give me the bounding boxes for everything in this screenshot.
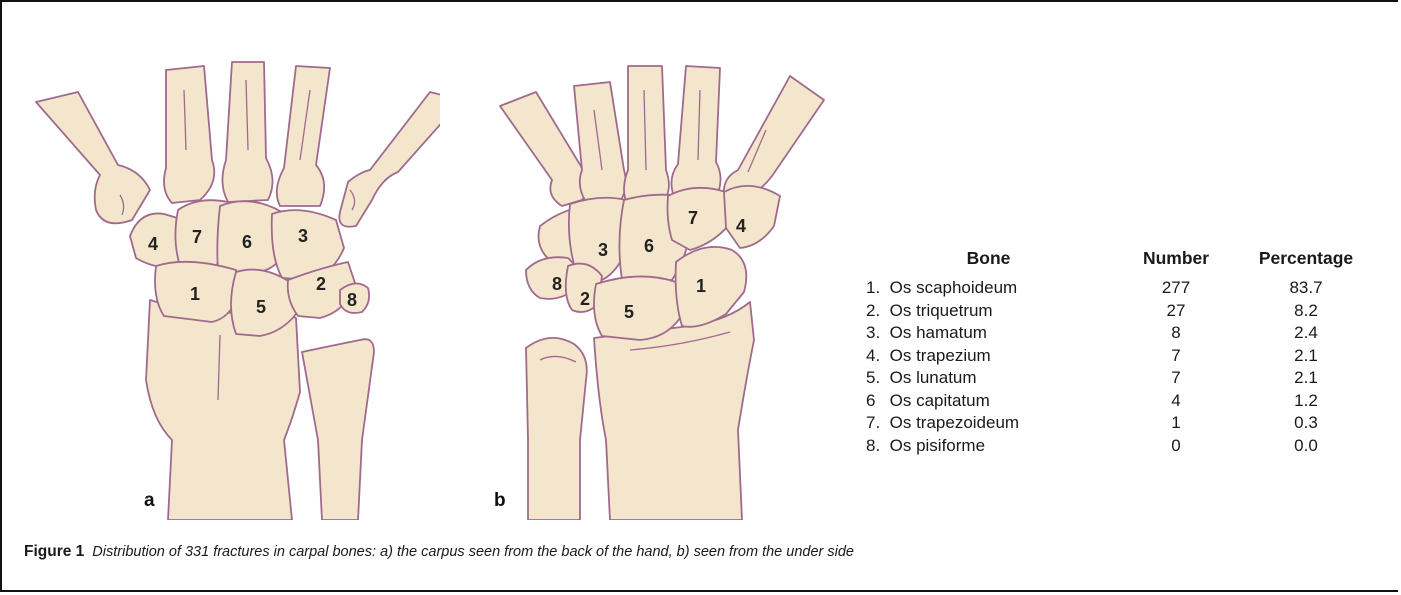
cell-bone: 1. Os scaphoideum xyxy=(860,277,1111,300)
cell-bone: 3. Os hamatum xyxy=(860,322,1111,345)
bone-number-b-8: 8 xyxy=(552,274,562,294)
cell-number: 7 xyxy=(1111,367,1241,390)
cell-bone: 6 Os capitatum xyxy=(860,390,1111,413)
bone-number-b-6: 6 xyxy=(644,236,654,256)
cell-percentage: 83.7 xyxy=(1241,277,1371,300)
bone-number-a-8: 8 xyxy=(347,290,357,310)
header-bone: Bone xyxy=(860,248,1111,277)
bone-number-a-5: 5 xyxy=(256,297,266,317)
cell-percentage: 8.2 xyxy=(1241,300,1371,323)
wrist-illustration-a: 4 7 6 3 1 5 2 8 xyxy=(0,0,440,520)
cell-number: 7 xyxy=(1111,345,1241,368)
panel-label-a: a xyxy=(144,490,155,512)
bone-number-b-4: 4 xyxy=(736,216,746,236)
cell-number: 4 xyxy=(1111,390,1241,413)
cell-bone: 2. Os triquetrum xyxy=(860,300,1111,323)
cell-bone: 4. Os trapezium xyxy=(860,345,1111,368)
cell-percentage: 2.1 xyxy=(1241,345,1371,368)
cell-percentage: 1.2 xyxy=(1241,390,1371,413)
bone-number-b-3: 3 xyxy=(598,240,608,260)
cell-number: 27 xyxy=(1111,300,1241,323)
cell-percentage: 0.3 xyxy=(1241,412,1371,435)
wrist-illustration-b: 7 4 3 6 8 2 1 5 xyxy=(490,0,860,520)
bone-number-b-5: 5 xyxy=(624,302,634,322)
cell-number: 8 xyxy=(1111,322,1241,345)
cell-bone: 5. Os lunatum xyxy=(860,367,1111,390)
bone-number-b-2: 2 xyxy=(580,289,590,309)
bone-number-b-7: 7 xyxy=(688,208,698,228)
fracture-distribution-table: Bone Number Percentage 1. Os scaphoideum… xyxy=(860,248,1371,457)
cell-percentage: 2.1 xyxy=(1241,367,1371,390)
cell-bone: 7. Os trapezoideum xyxy=(860,412,1111,435)
table-header-row: Bone Number Percentage xyxy=(860,248,1371,277)
caption-text: Distribution of 331 fractures in carpal … xyxy=(92,544,854,560)
bone-number-a-7: 7 xyxy=(192,227,202,247)
bone-number-b-1: 1 xyxy=(696,276,706,296)
cell-number: 0 xyxy=(1111,435,1241,458)
cell-number: 1 xyxy=(1111,412,1241,435)
header-percentage: Percentage xyxy=(1241,248,1371,277)
cell-bone: 8. Os pisiforme xyxy=(860,435,1111,458)
cell-number: 277 xyxy=(1111,277,1241,300)
header-number: Number xyxy=(1111,248,1241,277)
cell-percentage: 0.0 xyxy=(1241,435,1371,458)
cell-percentage: 2.4 xyxy=(1241,322,1371,345)
bone-number-a-3: 3 xyxy=(298,226,308,246)
bone-number-a-6: 6 xyxy=(242,232,252,252)
panel-label-b: b xyxy=(494,490,506,512)
bone-number-a-4: 4 xyxy=(148,234,158,254)
figure-caption: Figure 1 Distribution of 331 fractures in… xyxy=(24,543,854,561)
figure-label: Figure 1 xyxy=(24,543,84,560)
bone-number-a-1: 1 xyxy=(190,284,200,304)
bone-number-a-2: 2 xyxy=(316,274,326,294)
